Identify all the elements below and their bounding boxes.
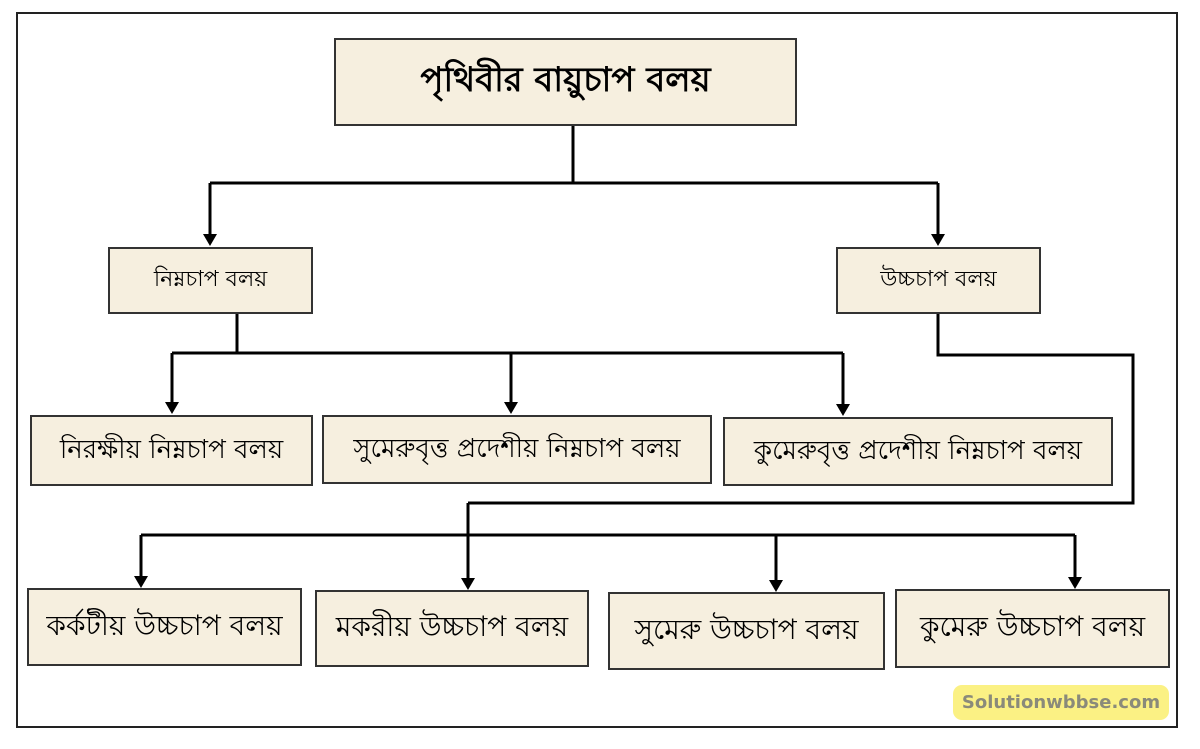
equatorial-low-box: নিরক্ষীয় নিম্নচাপ বলয় <box>30 415 313 486</box>
south-polar-high-box: কুমেরু উচ্চচাপ বলয় <box>895 589 1170 668</box>
arctic-circle-low-box: সুমেরুবৃত্ত প্রদেশীয় নিম্নচাপ বলয় <box>322 415 712 484</box>
connector-low <box>172 313 843 355</box>
antarctic-circle-low-box: কুমেরুবৃত্ত প্রদেশীয় নিম্নচাপ বলয় <box>723 417 1113 486</box>
diagram-frame <box>16 12 1178 728</box>
cancer-high-box: কর্কটীয় উচ্চচাপ বলয় <box>27 588 302 666</box>
title-box: পৃথিবীর বায়ুচাপ বলয় <box>334 38 797 126</box>
north-polar-high-box: সুমেরু উচ্চচাপ বলয় <box>608 592 885 670</box>
low-pressure-box: নিম্নচাপ বলয় <box>108 247 313 314</box>
watermark-badge: Solutionwbbse.com <box>953 685 1169 720</box>
capricorn-high-box: মকরীয় উচ্চচাপ বলয় <box>315 590 589 667</box>
connector-high <box>141 313 1135 537</box>
connector-title <box>210 125 938 185</box>
high-pressure-box: উচ্চচাপ বলয় <box>836 247 1041 314</box>
